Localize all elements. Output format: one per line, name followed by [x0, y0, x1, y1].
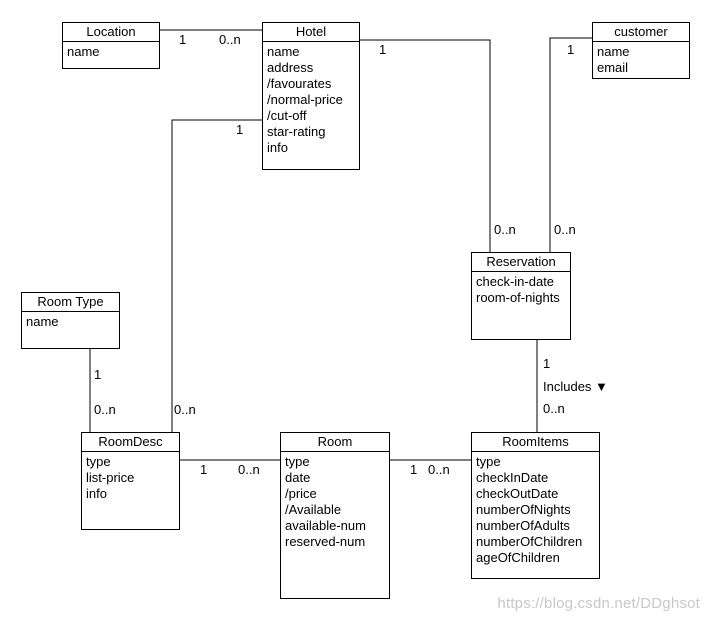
attribute: numberOfNights [476, 502, 571, 517]
multiplicity-label: 1 [94, 367, 102, 382]
multiplicity-label: 0..n [554, 222, 576, 237]
attribute: /normal-price [267, 92, 343, 107]
class-attributes: name [63, 42, 159, 60]
multiplicity-label: 0..n [543, 401, 565, 416]
multiplicity-label: 1 [200, 462, 208, 477]
multiplicity-label: 0..n [494, 222, 516, 237]
attribute: list-price [86, 470, 135, 485]
multiplicity-label: 1 [410, 462, 418, 477]
attribute: checkInDate [476, 470, 549, 485]
attribute: /cut-off [267, 108, 307, 123]
attribute: checkOutDate [476, 486, 559, 501]
attribute: reserved-num [285, 534, 366, 549]
class-attributes: type list-price info [82, 452, 179, 502]
attribute: /favourates [267, 76, 332, 91]
multiplicity-label: 1 [543, 356, 551, 371]
class-attributes: check-in-date room-of-nights [472, 272, 570, 306]
attribute: address [267, 60, 314, 75]
multiplicity-label: 1 [379, 42, 387, 57]
line-hotel-roomdesc [171, 119, 262, 432]
attribute: numberOfChildren [476, 534, 583, 549]
class-customer: customer name email [592, 22, 690, 79]
attribute: check-in-date [476, 274, 555, 289]
class-hotel: Hotel name address /favourates /normal-p… [262, 22, 360, 170]
watermark: https://blog.csdn.net/DDghsot [497, 595, 700, 612]
multiplicity-label: 0..n [219, 32, 241, 47]
attribute: numberOfAdults [476, 518, 570, 533]
attribute: ageOfChildren [476, 550, 560, 565]
line-customer-reservation [549, 37, 592, 252]
class-title: Reservation [472, 253, 570, 272]
class-attributes: name [22, 312, 119, 330]
attribute: name [26, 314, 59, 329]
attribute: type [476, 454, 501, 469]
attribute: type [86, 454, 111, 469]
attribute: name [67, 44, 100, 59]
multiplicity-label: 0..n [94, 402, 116, 417]
class-roomitems: RoomItems type checkInDate checkOutDate … [471, 432, 600, 579]
multiplicity-label: 1 [179, 32, 187, 47]
class-attributes: type checkInDate checkOutDate numberOfNi… [472, 452, 599, 566]
class-attributes: type date /price /Available available-nu… [281, 452, 389, 550]
attribute: /Available [285, 502, 342, 517]
attribute: star-rating [267, 124, 326, 139]
class-reservation: Reservation check-in-date room-of-nights [471, 252, 571, 340]
class-attributes: name email [593, 42, 689, 76]
class-location: Location name [62, 22, 160, 69]
class-title: Location [63, 23, 159, 42]
attribute: type [285, 454, 310, 469]
class-title: RoomItems [472, 433, 599, 452]
attribute: date [285, 470, 311, 485]
association-name: Includes ▼ [543, 379, 608, 394]
class-title: Room [281, 433, 389, 452]
multiplicity-label: 1 [567, 42, 575, 57]
class-roomdesc: RoomDesc type list-price info [81, 432, 180, 530]
line-hotel-reservation [360, 39, 491, 252]
multiplicity-label: 0..n [174, 402, 196, 417]
attribute: /price [285, 486, 317, 501]
class-attributes: name address /favourates /normal-price /… [263, 42, 359, 156]
class-room: Room type date /price /Available availab… [280, 432, 390, 599]
multiplicity-label: 1 [236, 122, 244, 137]
class-title: Hotel [263, 23, 359, 42]
attribute: name [267, 44, 300, 59]
class-roomtype: Room Type name [21, 292, 120, 349]
multiplicity-label: 0..n [428, 462, 450, 477]
attribute: email [597, 60, 629, 75]
multiplicity-label: 0..n [238, 462, 260, 477]
class-title: customer [593, 23, 689, 42]
attribute: info [86, 486, 107, 501]
attribute: info [267, 140, 288, 155]
attribute: available-num [285, 518, 366, 533]
attribute: name [597, 44, 630, 59]
attribute: room-of-nights [476, 290, 560, 305]
class-title: Room Type [22, 293, 119, 312]
class-title: RoomDesc [82, 433, 179, 452]
